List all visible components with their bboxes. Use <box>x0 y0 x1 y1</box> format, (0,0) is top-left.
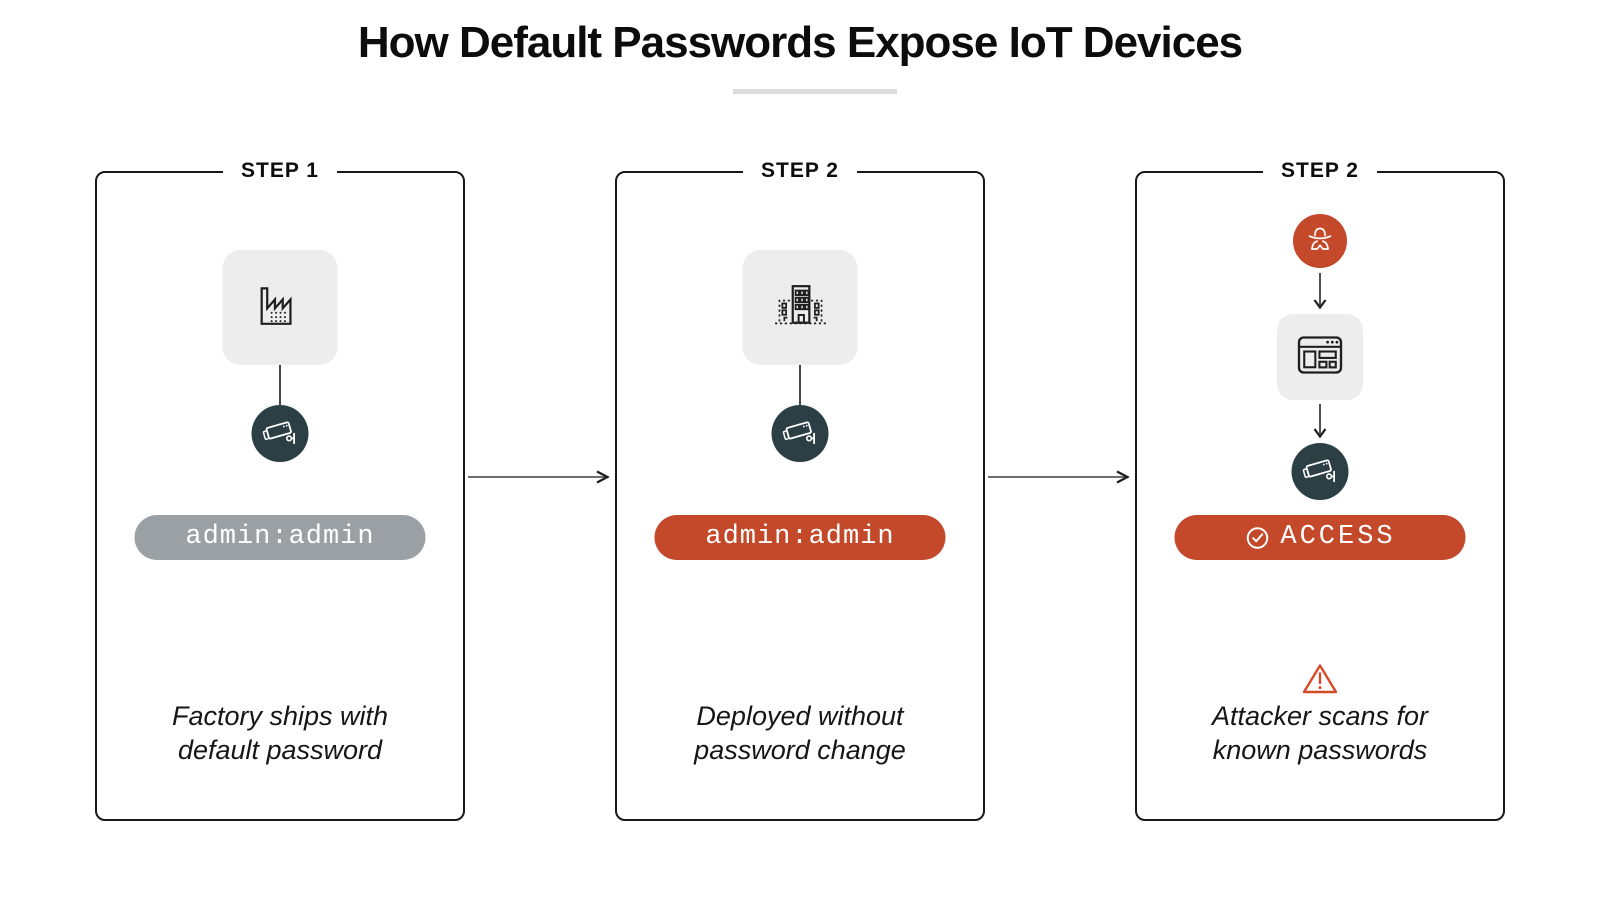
arrow-right-icon <box>988 470 1130 484</box>
browser-icon <box>1292 327 1348 388</box>
credentials-text: admin:admin <box>705 522 895 552</box>
card-caption: Factory ships with default password <box>171 701 389 765</box>
cctv-camera-icon <box>1300 449 1340 494</box>
step-label: STEP 2 <box>1263 159 1377 183</box>
cctv-camera-icon <box>780 411 820 456</box>
attacker-icon <box>1302 221 1338 262</box>
factory-icon <box>249 274 311 341</box>
camera-badge <box>1291 443 1349 500</box>
step-card-1: STEP 1 <box>95 159 465 821</box>
office-building-icon <box>769 274 831 341</box>
credentials-pill: admin:admin <box>654 515 946 560</box>
arrow-down-icon <box>1313 404 1327 439</box>
arrow-down-icon <box>1313 273 1327 310</box>
step-label: STEP 1 <box>223 159 337 183</box>
card-caption: Attacker scans for known passwords <box>1211 701 1429 765</box>
camera-badge <box>771 405 829 462</box>
title-divider <box>733 89 897 94</box>
building-icon-box <box>742 250 858 365</box>
camera-badge <box>251 405 309 462</box>
credentials-pill: admin:admin <box>134 515 426 560</box>
step-label: STEP 2 <box>743 159 857 183</box>
card-caption: Deployed without password change <box>694 701 906 765</box>
access-text: ACCESS <box>1280 522 1396 552</box>
factory-icon-box <box>222 250 338 365</box>
step-card-2: STEP 2 <box>615 159 985 821</box>
warning-triangle-icon <box>1300 661 1340 703</box>
access-pill: ACCESS <box>1174 515 1466 560</box>
arrow-right-icon <box>468 470 610 484</box>
connector-line <box>799 365 801 405</box>
connector-line <box>279 365 281 405</box>
credentials-text: admin:admin <box>185 522 375 552</box>
browser-icon-box <box>1277 314 1363 400</box>
cctv-camera-icon <box>260 411 300 456</box>
step-card-3: STEP 2 <box>1135 159 1505 821</box>
page-title: How Default Passwords Expose IoT Devices <box>357 18 1243 67</box>
attacker-badge <box>1293 214 1347 268</box>
check-circle-icon <box>1244 525 1270 551</box>
